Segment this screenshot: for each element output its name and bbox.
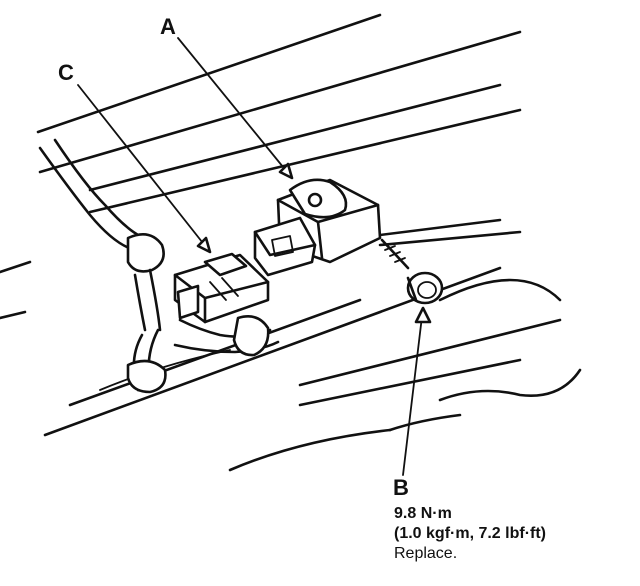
torque-alt-text: (1.0 kgf·m, 7.2 lbf·ft)	[394, 525, 546, 542]
callout-a-label: A	[160, 14, 176, 39]
leader-line-a	[177, 37, 293, 179]
bolt-b	[380, 238, 444, 305]
leader-line-b	[402, 307, 424, 476]
replace-note-text: Replace.	[394, 545, 457, 562]
sensor-a	[253, 178, 382, 277]
callout-b-label: B	[393, 475, 409, 500]
arrowhead-c	[196, 236, 212, 254]
torque-nm-text: 9.8 N·m	[394, 505, 452, 522]
callout-c-label: C	[58, 60, 74, 85]
leader-lines	[77, 37, 432, 476]
leader-line-c	[77, 84, 211, 253]
arrowhead-a	[278, 162, 294, 180]
arrowhead-b	[414, 306, 432, 324]
harness-connector-c	[173, 252, 270, 324]
wire-harness	[38, 138, 280, 394]
